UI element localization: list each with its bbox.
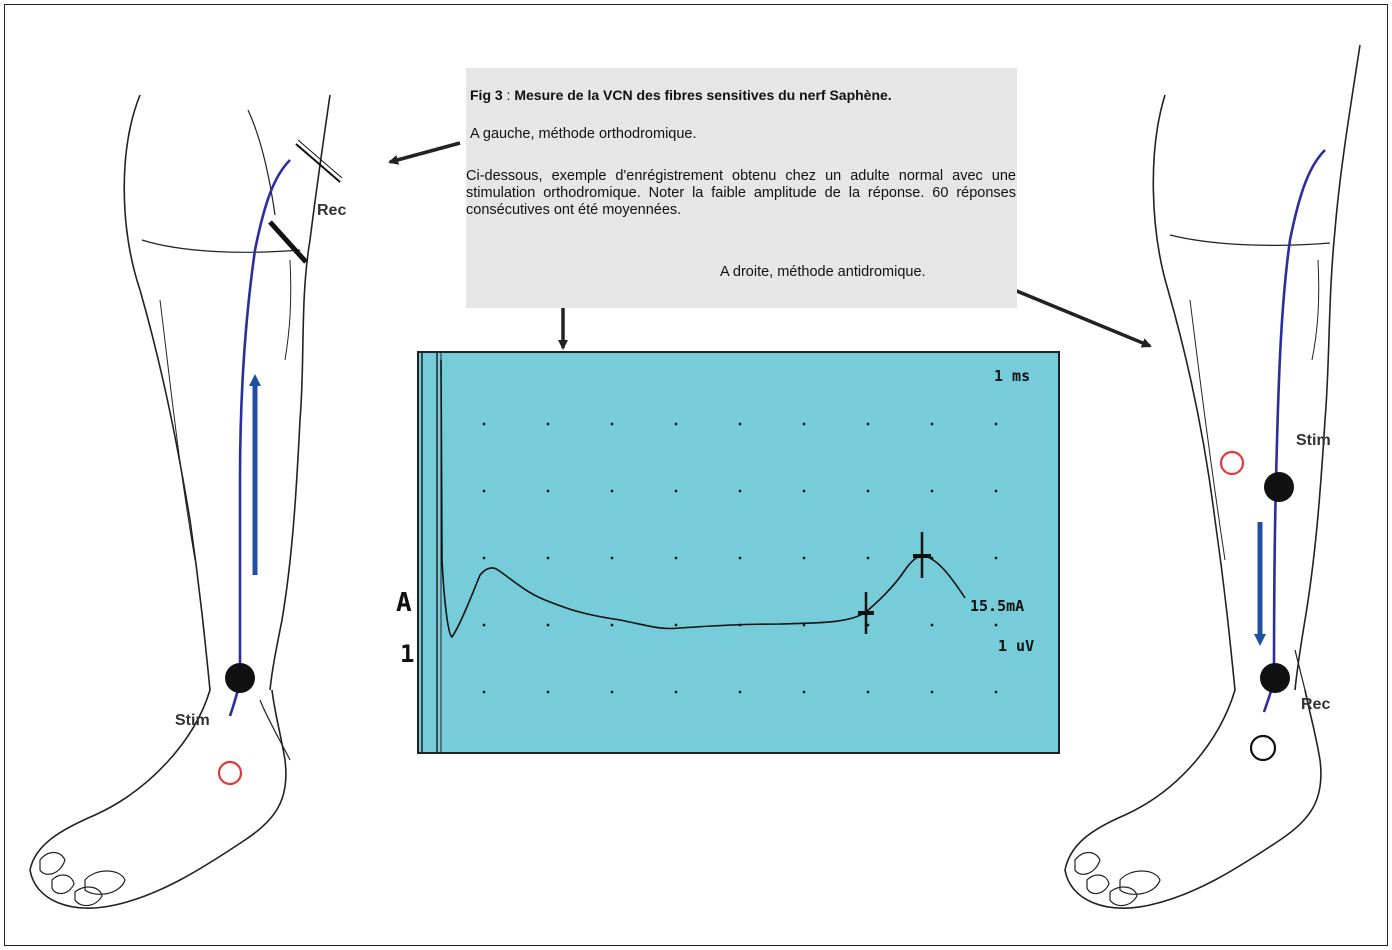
grid-dot [483, 691, 485, 693]
channel-number: 1 [400, 640, 414, 668]
time-scale-label: 1 ms [994, 367, 1030, 385]
channel-label: A [396, 588, 412, 618]
grid-dot [931, 490, 933, 492]
grid-dot [483, 557, 485, 559]
grid-dot [739, 423, 741, 425]
grid-dot [867, 557, 869, 559]
grid-dot [931, 691, 933, 693]
grid-dot [995, 423, 997, 425]
grid-dot [547, 691, 549, 693]
grid-dot [611, 423, 613, 425]
grid-dot [995, 624, 997, 626]
grid-dot [483, 624, 485, 626]
grid-dot [739, 557, 741, 559]
grid-dot [675, 490, 677, 492]
grid-dot [803, 423, 805, 425]
grid-dot [867, 423, 869, 425]
grid-dot [483, 490, 485, 492]
grid-dot [611, 557, 613, 559]
grid-dot [931, 423, 933, 425]
stim-intensity-label: 15.5mA [970, 597, 1024, 615]
recording-screen-bg [418, 352, 1059, 753]
grid-dot [611, 490, 613, 492]
grid-dot [739, 691, 741, 693]
grid-dot [547, 557, 549, 559]
grid-dot [867, 691, 869, 693]
grid-dot [675, 624, 677, 626]
grid-dot [483, 423, 485, 425]
amplitude-scale-label: 1 uV [998, 637, 1034, 655]
grid-dot [803, 490, 805, 492]
grid-dot [675, 691, 677, 693]
grid-dot [547, 490, 549, 492]
grid-dot [995, 557, 997, 559]
grid-dot [547, 423, 549, 425]
grid-dot [611, 691, 613, 693]
grid-dot [995, 691, 997, 693]
grid-dot [611, 624, 613, 626]
grid-dot [867, 490, 869, 492]
grid-dot [995, 490, 997, 492]
grid-dot [675, 423, 677, 425]
grid-dot [803, 691, 805, 693]
grid-dot [803, 557, 805, 559]
grid-dot [547, 624, 549, 626]
grid-dot [739, 490, 741, 492]
grid-dot [931, 624, 933, 626]
grid-dot [675, 557, 677, 559]
